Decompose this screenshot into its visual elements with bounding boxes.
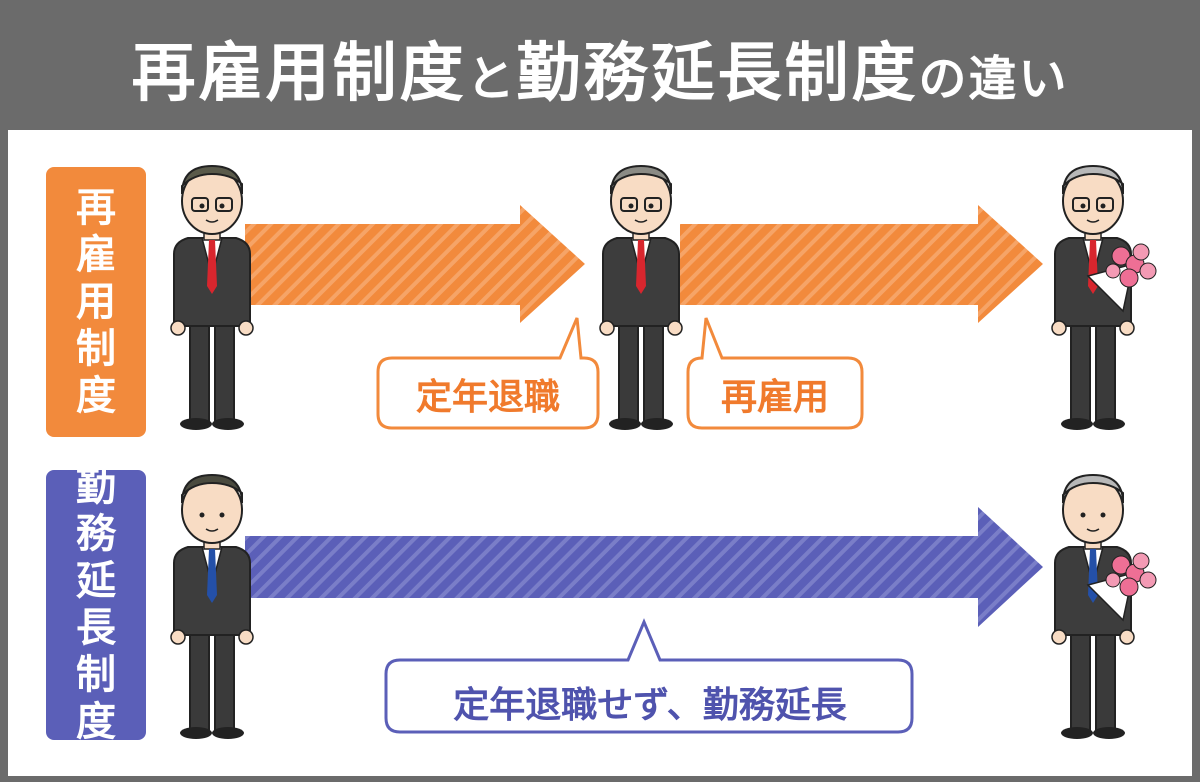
arrow-extension xyxy=(245,507,1043,627)
label-char: 度 xyxy=(76,699,116,745)
label-char: 延 xyxy=(76,558,116,604)
bubble-text-retirement: 定年退職 xyxy=(415,377,560,418)
middle-aged-businessman-icon xyxy=(599,164,683,431)
header-bar xyxy=(0,0,1200,130)
label-char: 務 xyxy=(76,511,116,557)
label-char: 度 xyxy=(76,372,116,419)
row-label-extension: 勤 務 延 長 制 度 xyxy=(46,464,146,745)
bouquet-icon xyxy=(1086,243,1157,313)
title-rehire: 再雇用制度 xyxy=(131,37,467,111)
page-title: 再雇用制度と勤務延長制度の違い xyxy=(0,22,1200,114)
arrow-to-retirement xyxy=(245,205,585,323)
label-char: 再 xyxy=(76,184,116,231)
row-label-rehire: 再 雇 用 制 度 xyxy=(46,167,146,437)
speech-bubble-extension xyxy=(384,618,914,734)
bubble-text-extension: 定年退職せず、勤務延長 xyxy=(453,685,847,726)
title-extension: 勤務延長制度 xyxy=(516,37,919,111)
bubble-text-rehire: 再雇用 xyxy=(720,377,829,418)
bouquet-icon xyxy=(1086,552,1157,622)
senior-man-with-bouquet-icon xyxy=(1051,164,1157,431)
label-char: 雇 xyxy=(76,231,116,278)
young-businessman-icon xyxy=(170,473,254,740)
label-char: 勤 xyxy=(76,464,116,510)
label-char: 制 xyxy=(76,652,116,698)
title-difference: の違い xyxy=(918,51,1069,107)
speech-bubble-retirement xyxy=(376,317,600,430)
label-char: 制 xyxy=(76,325,116,372)
label-char: 用 xyxy=(76,278,116,325)
senior-man-with-bouquet-icon xyxy=(1051,473,1157,740)
label-char: 長 xyxy=(76,605,116,651)
arrow-to-rehire xyxy=(680,205,1043,323)
young-businessman-icon xyxy=(170,164,254,431)
title-and: と xyxy=(466,51,517,107)
speech-bubble-rehire xyxy=(686,317,864,430)
